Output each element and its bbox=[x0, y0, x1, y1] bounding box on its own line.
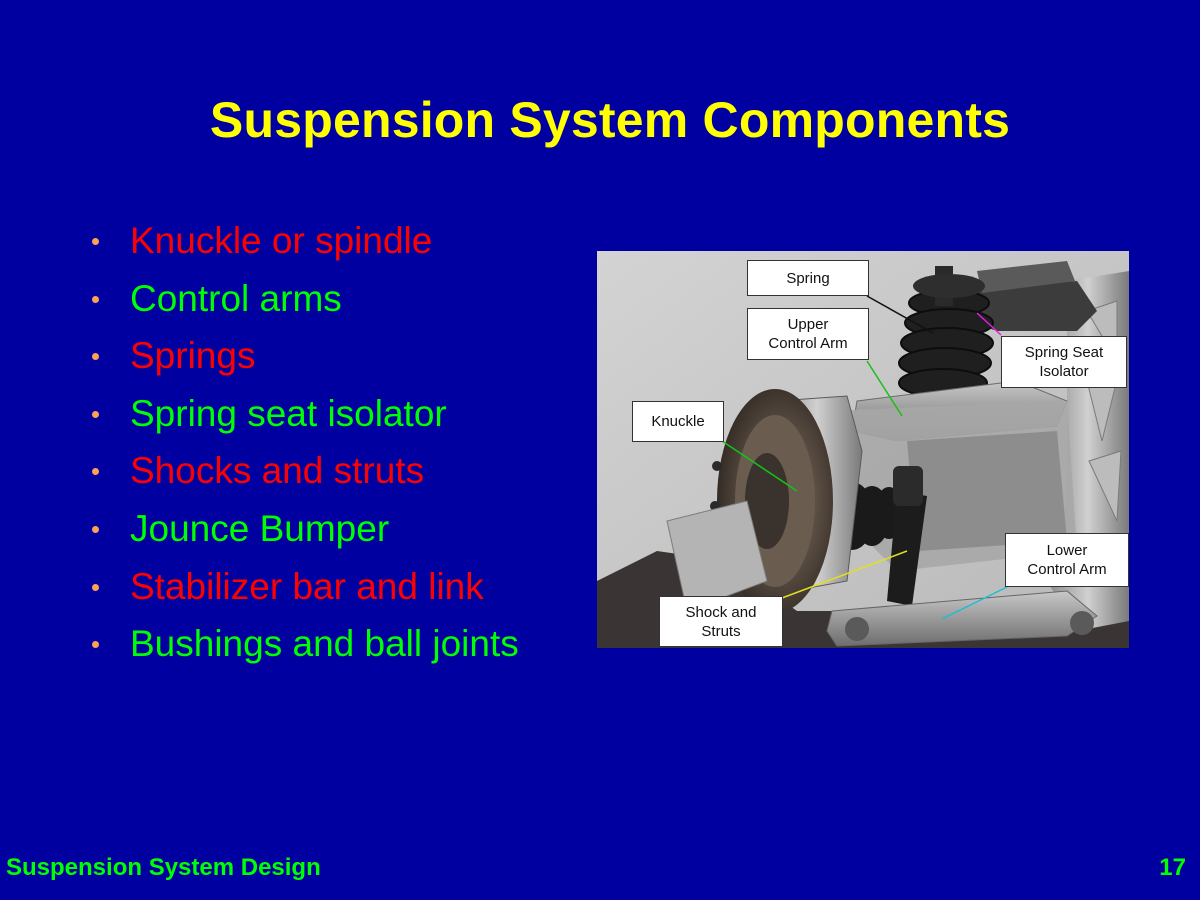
bullet-item: Jounce Bumper bbox=[90, 500, 519, 558]
callout-knuckle: Knuckle bbox=[632, 401, 724, 442]
suspension-diagram-photo: Spring Upper Control Arm Spring Seat Iso… bbox=[597, 251, 1129, 648]
bullet-label: Bushings and ball joints bbox=[130, 623, 519, 665]
bullet-dot-icon bbox=[92, 295, 99, 303]
callout-spring-seat-isolator-line1: Spring Seat bbox=[1024, 344, 1104, 361]
bullet-label: Control arms bbox=[130, 277, 342, 319]
callout-upper-control-arm: Upper Control Arm bbox=[747, 308, 869, 360]
callout-shock-and-struts: Shock and Struts bbox=[659, 596, 783, 647]
callout-shock-and-struts-line2: Struts bbox=[701, 622, 741, 640]
callout-upper-control-arm-line2: Control Arm bbox=[768, 335, 848, 352]
bullet-dot-icon bbox=[92, 641, 99, 649]
callout-knuckle-label: Knuckle bbox=[651, 413, 705, 430]
callout-spring: Spring bbox=[747, 260, 869, 296]
bullet-dot-icon bbox=[92, 525, 99, 533]
bullet-dot-icon bbox=[92, 410, 99, 418]
bullet-item: Bushings and ball joints bbox=[90, 615, 519, 673]
bullet-label: Stabilizer bar and link bbox=[130, 565, 484, 607]
bullet-label: Jounce Bumper bbox=[130, 507, 390, 549]
callout-shock-and-struts-line1: Shock and bbox=[685, 603, 757, 621]
bullet-item: Control arms bbox=[90, 270, 519, 328]
callout-spring-seat-isolator-line2: Isolator bbox=[1039, 363, 1089, 380]
slide-title: Suspension System Components bbox=[209, 92, 1011, 148]
bullet-label: Knuckle or spindle bbox=[130, 220, 433, 261]
bullet-dot-icon bbox=[92, 238, 99, 245]
bullet-item: Stabilizer bar and link bbox=[90, 558, 519, 616]
callout-spring-label: Spring bbox=[786, 269, 830, 287]
bullet-dot-icon bbox=[92, 353, 99, 361]
bullet-label: Shocks and struts bbox=[130, 450, 425, 492]
callout-upper-control-arm-line1: Upper bbox=[787, 316, 829, 333]
bullet-list: Knuckle or spindle Control arms Springs … bbox=[90, 212, 519, 673]
bullet-label: Spring seat isolator bbox=[130, 392, 447, 434]
bullet-dot-icon bbox=[92, 468, 99, 476]
bullet-item: Springs bbox=[90, 327, 519, 385]
bullet-dot-icon bbox=[92, 583, 99, 591]
bullet-label: Springs bbox=[130, 335, 256, 377]
bullet-item: Spring seat isolator bbox=[90, 385, 519, 443]
footer-title: Suspension System Design bbox=[6, 854, 321, 881]
callout-lower-control-arm: Lower Control Arm bbox=[1005, 533, 1129, 587]
callout-spring-seat-isolator: Spring Seat Isolator bbox=[1001, 336, 1127, 388]
page-number: 17 bbox=[1159, 854, 1186, 881]
callout-lower-control-arm-line1: Lower bbox=[1046, 542, 1088, 559]
bullet-item: Knuckle or spindle bbox=[90, 212, 519, 270]
callout-lower-control-arm-line2: Control Arm bbox=[1027, 561, 1107, 578]
bullet-item: Shocks and struts bbox=[90, 442, 519, 500]
